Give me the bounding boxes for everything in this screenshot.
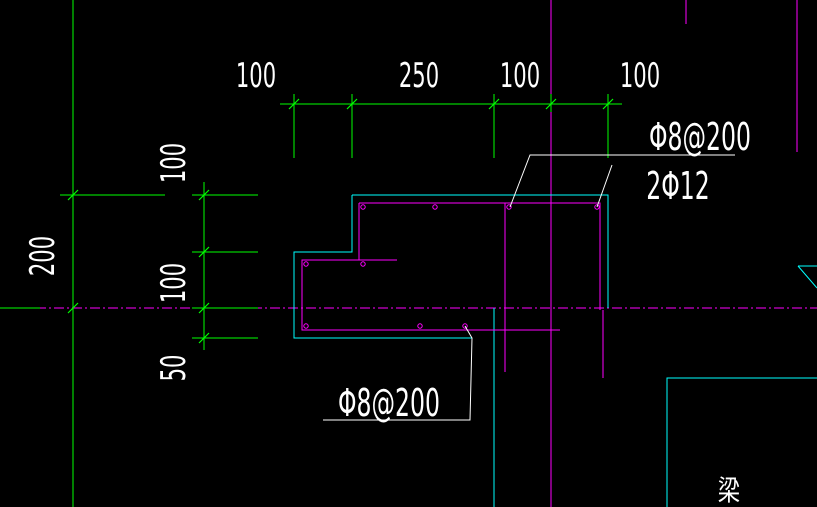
left-outer-dim-label: 200: [23, 236, 63, 276]
left-inner-dim-label: 100: [154, 263, 194, 303]
left-inner-tick: [198, 332, 210, 344]
left-dimension-labels: 200 100 100 50: [23, 143, 194, 382]
leader-stirrup-top: [509, 154, 735, 208]
top-dim-tick: [488, 98, 500, 110]
beam-label: 梁: [718, 473, 740, 506]
left-inner-tick: [198, 246, 210, 258]
longitudinal-top-label: 2Φ12: [646, 165, 710, 208]
rebar-dot: [360, 261, 366, 267]
left-inner-tick: [198, 189, 210, 201]
top-dim-tick: [288, 98, 300, 110]
section-outline: [352, 194, 609, 308]
left-inner-tick: [198, 302, 210, 314]
stirrup-bottom-label: Φ8@200: [338, 382, 440, 425]
left-outer-tick: [67, 189, 79, 201]
rebar-dot: [417, 323, 423, 329]
rebar-dot: [360, 204, 366, 210]
right-marker-2: [797, 265, 817, 289]
rebar-dot: [303, 323, 309, 329]
section-outline-left: [293, 195, 472, 339]
left-dimension-chains: [60, 182, 258, 350]
leader-longitudinal: [596, 164, 613, 208]
top-dim-label: 100: [620, 56, 660, 96]
rebar-dot: [303, 261, 309, 267]
rebar-dot: [594, 204, 600, 210]
top-dim-tick: [545, 98, 557, 110]
annotation-labels: Φ8@200 2Φ12 Φ8@200 梁: [338, 116, 751, 506]
left-inner-dim-label: 100: [154, 143, 194, 183]
top-dim-label: 100: [236, 56, 276, 96]
rebar-group: [301, 202, 604, 378]
top-dimension-labels: 100 250 100 100: [236, 56, 660, 96]
rebar-dot: [506, 204, 512, 210]
stirrup-top-label: Φ8@200: [649, 116, 751, 159]
rebar-dot: [462, 323, 468, 329]
top-dim-tick: [602, 98, 614, 110]
beam-box-outline: [666, 377, 817, 507]
stirrup-step: [301, 203, 560, 331]
top-dimension-chain: [280, 94, 622, 158]
top-dim-tick: [346, 98, 358, 110]
leader-stirrup-bottom: [323, 325, 473, 421]
annotation-leaders: [323, 154, 735, 421]
top-dim-label: 100: [500, 56, 540, 96]
concrete-section-outline: [293, 194, 817, 507]
stirrup-upper: [359, 202, 601, 310]
top-dim-label: 250: [399, 56, 439, 96]
rebar-dot: [432, 204, 438, 210]
left-inner-dim-label: 50: [154, 355, 194, 382]
left-outer-tick: [67, 302, 79, 314]
